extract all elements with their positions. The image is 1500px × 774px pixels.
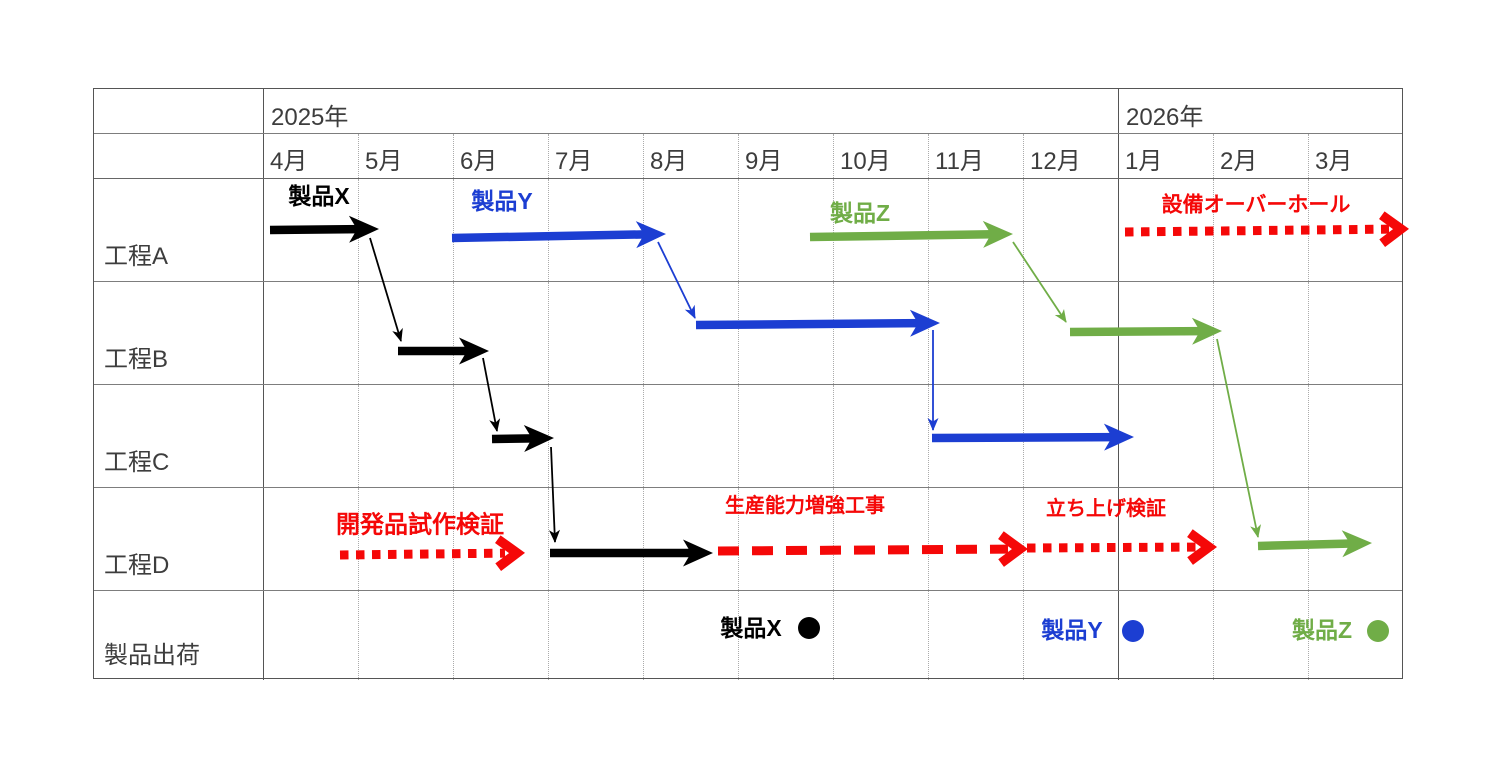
month-header-6: 9月 bbox=[739, 134, 834, 178]
grid-cell bbox=[1309, 385, 1404, 487]
grid-cell bbox=[1309, 282, 1404, 384]
grid-cell bbox=[549, 591, 644, 680]
grid-cell bbox=[929, 282, 1024, 384]
row-label-5: 製品出荷 bbox=[94, 591, 264, 680]
row-label-1: 工程A bbox=[94, 179, 264, 281]
grid-cell bbox=[834, 488, 929, 590]
grid-cell bbox=[1214, 179, 1309, 281]
grid-cell bbox=[1119, 282, 1214, 384]
grid-cell bbox=[264, 385, 359, 487]
month-header-2: 5月 bbox=[359, 134, 454, 178]
grid-cell bbox=[1024, 385, 1119, 487]
month-header-7: 10月 bbox=[834, 134, 929, 178]
grid-cell bbox=[454, 385, 549, 487]
grid-cell bbox=[1024, 179, 1119, 281]
year-header-2: 2026年 bbox=[1126, 104, 1204, 131]
grid-cell bbox=[834, 179, 929, 281]
grid-cell bbox=[549, 385, 644, 487]
grid-cell bbox=[1309, 179, 1404, 281]
grid-cell bbox=[264, 179, 359, 281]
grid-cell bbox=[834, 282, 929, 384]
month-header-11: 2月 bbox=[1214, 134, 1309, 178]
process-row-2: 工程B bbox=[94, 282, 1402, 385]
month-header-4: 7月 bbox=[549, 134, 644, 178]
process-row-4: 工程D bbox=[94, 488, 1402, 591]
year-header-1: 2025年 bbox=[264, 89, 1119, 133]
process-row-5: 製品出荷 bbox=[94, 591, 1402, 680]
grid-cell bbox=[454, 591, 549, 680]
grid-cell bbox=[929, 385, 1024, 487]
grid-cell bbox=[1024, 488, 1119, 590]
grid-cell bbox=[739, 591, 834, 680]
grid-cell bbox=[834, 385, 929, 487]
row-label-2: 工程B bbox=[94, 282, 264, 384]
grid-cell bbox=[454, 488, 549, 590]
grid-cell bbox=[1214, 385, 1309, 487]
grid-cell bbox=[264, 282, 359, 384]
grid-cell bbox=[644, 488, 739, 590]
grid-cell bbox=[644, 591, 739, 680]
process-row-3: 工程C bbox=[94, 385, 1402, 488]
grid-cell bbox=[929, 591, 1024, 680]
grid-cell bbox=[1024, 591, 1119, 680]
row-label-3: 工程C bbox=[94, 385, 264, 487]
grid-cell bbox=[739, 282, 834, 384]
grid-cell bbox=[454, 282, 549, 384]
process-row-1: 工程A bbox=[94, 179, 1402, 282]
grid-cell bbox=[644, 282, 739, 384]
grid-cell bbox=[1309, 488, 1404, 590]
grid-cell bbox=[1214, 591, 1309, 680]
grid-cell bbox=[359, 385, 454, 487]
grid-cell bbox=[359, 282, 454, 384]
month-header-10: 1月 bbox=[1119, 134, 1214, 178]
grid-cell bbox=[264, 488, 359, 590]
grid-cell bbox=[1119, 385, 1214, 487]
row-label-4: 工程D bbox=[94, 488, 264, 590]
grid-cell bbox=[1119, 488, 1214, 590]
grid-cell bbox=[644, 385, 739, 487]
grid-cell bbox=[1214, 282, 1309, 384]
grid-cell bbox=[549, 488, 644, 590]
grid-cell bbox=[1119, 179, 1214, 281]
grid-cell bbox=[549, 282, 644, 384]
grid-cell bbox=[739, 385, 834, 487]
month-header-3: 6月 bbox=[454, 134, 549, 178]
grid-cell bbox=[1119, 591, 1214, 680]
grid-cell bbox=[1024, 282, 1119, 384]
grid-cell bbox=[1214, 488, 1309, 590]
grid-cell bbox=[929, 488, 1024, 590]
grid-cell bbox=[359, 488, 454, 590]
grid-cell bbox=[359, 591, 454, 680]
grid-cell bbox=[929, 179, 1024, 281]
grid-cell bbox=[454, 179, 549, 281]
month-header-8: 11月 bbox=[929, 134, 1024, 178]
month-header-5: 8月 bbox=[644, 134, 739, 178]
grid-cell bbox=[549, 179, 644, 281]
grid-cell bbox=[739, 179, 834, 281]
year-header-row: 2025年 2026年 bbox=[94, 89, 1402, 134]
grid-cell bbox=[264, 591, 359, 680]
grid-cell bbox=[1309, 591, 1404, 680]
month-header-12: 3月 bbox=[1315, 148, 1353, 175]
grid-cell bbox=[739, 488, 834, 590]
grid-cell bbox=[834, 591, 929, 680]
table-corner-cell bbox=[94, 89, 264, 133]
month-header-9: 12月 bbox=[1024, 134, 1119, 178]
table-corner-cell-2 bbox=[94, 134, 264, 178]
month-header-1: 4月 bbox=[264, 134, 359, 178]
grid-cell bbox=[359, 179, 454, 281]
grid-cell bbox=[644, 179, 739, 281]
